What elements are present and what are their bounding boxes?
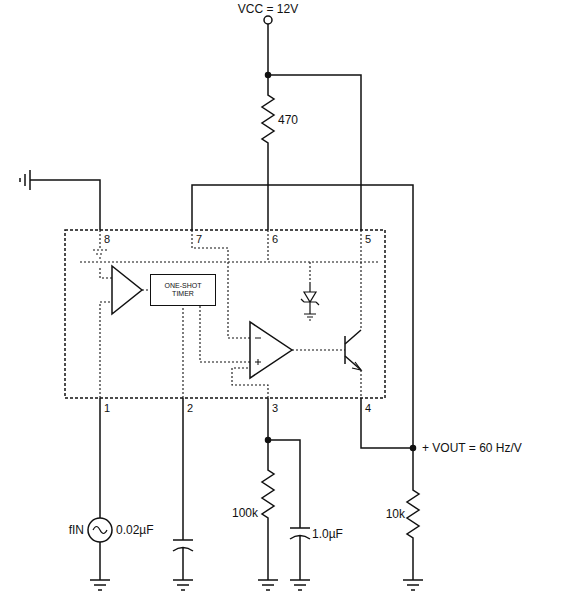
ground-symbols	[90, 580, 110, 590]
timing-capacitor	[173, 398, 193, 580]
ic-outline	[65, 230, 385, 398]
supply-label: VCC = 12V	[238, 3, 298, 15]
pin-number: 8	[104, 234, 110, 245]
pin-number: 5	[365, 234, 371, 245]
supply-terminal	[264, 16, 272, 24]
ic-internals	[360, 230, 361, 330]
resistor-value: 100k	[232, 507, 258, 519]
ic-internals	[200, 306, 250, 362]
input-source	[99, 398, 101, 580]
timing-capacitor	[173, 398, 193, 580]
pin-number: 7	[196, 234, 202, 245]
supply-wire	[262, 24, 361, 230]
ground-wire	[20, 170, 30, 190]
ground-symbols	[90, 580, 423, 590]
input-source	[93, 527, 107, 534]
output-label: + VOUT = 60 Hz/V	[422, 442, 522, 454]
ground-wire	[20, 170, 100, 230]
supply-wire	[266, 73, 271, 78]
resistor-value: 470	[278, 114, 298, 126]
ground-symbols	[403, 580, 423, 590]
ic-internals	[80, 230, 380, 398]
ic-internals	[80, 261, 380, 262]
feedback-wire	[192, 185, 413, 448]
transistor-symbol	[344, 336, 346, 364]
op-amp-symbol	[250, 322, 292, 378]
ground-symbols	[173, 580, 193, 590]
output-network	[361, 398, 419, 580]
output-network	[411, 446, 416, 451]
timer-box: ONE-SHOT TIMER	[150, 274, 216, 306]
output-network	[361, 398, 419, 580]
input-source	[88, 398, 112, 580]
box-label: ONE-SHOT TIMER	[155, 282, 211, 297]
zener-symbol	[301, 282, 319, 320]
ground-symbols	[290, 580, 310, 590]
zener-symbol	[301, 282, 319, 314]
capacitor-value: 1.0µF	[312, 528, 343, 540]
pin-number: 6	[272, 234, 278, 245]
pin3-network	[262, 398, 310, 580]
transistor-symbol	[345, 330, 361, 370]
ic-internals	[100, 302, 112, 398]
ic-outline	[65, 230, 385, 398]
ic-internals	[182, 306, 183, 398]
supply-wire	[268, 75, 361, 230]
transistor-symbol	[352, 362, 361, 370]
op-amp-symbol	[250, 322, 292, 378]
op-amp-symbol	[255, 338, 261, 365]
feedback-wire	[192, 185, 413, 448]
supply-wire	[262, 24, 274, 230]
ic-internals	[292, 349, 345, 350]
supply-terminal	[264, 16, 272, 24]
ic-internals	[100, 268, 112, 278]
ic-internals	[360, 370, 361, 398]
pin-number: 3	[272, 403, 278, 414]
ic-internals	[267, 230, 268, 262]
input-source	[88, 518, 112, 542]
resistor-value: 10k	[386, 508, 405, 520]
comparator-symbol	[112, 266, 142, 314]
capacitor-value: 0.02µF	[116, 524, 154, 536]
ground-wire	[30, 180, 100, 230]
pin3-network	[266, 438, 271, 443]
pin-number: 4	[365, 403, 371, 414]
comparator-symbol	[112, 266, 142, 314]
ground-symbols	[258, 580, 278, 590]
pin-number: 2	[187, 403, 193, 414]
zener-symbol	[304, 314, 316, 320]
pin-number: 1	[104, 403, 110, 414]
transistor-symbol	[345, 330, 361, 370]
signal-name: fIN	[69, 524, 84, 536]
pin3-network	[262, 398, 274, 580]
ic-internals	[309, 262, 310, 282]
pin3-network	[268, 440, 310, 580]
